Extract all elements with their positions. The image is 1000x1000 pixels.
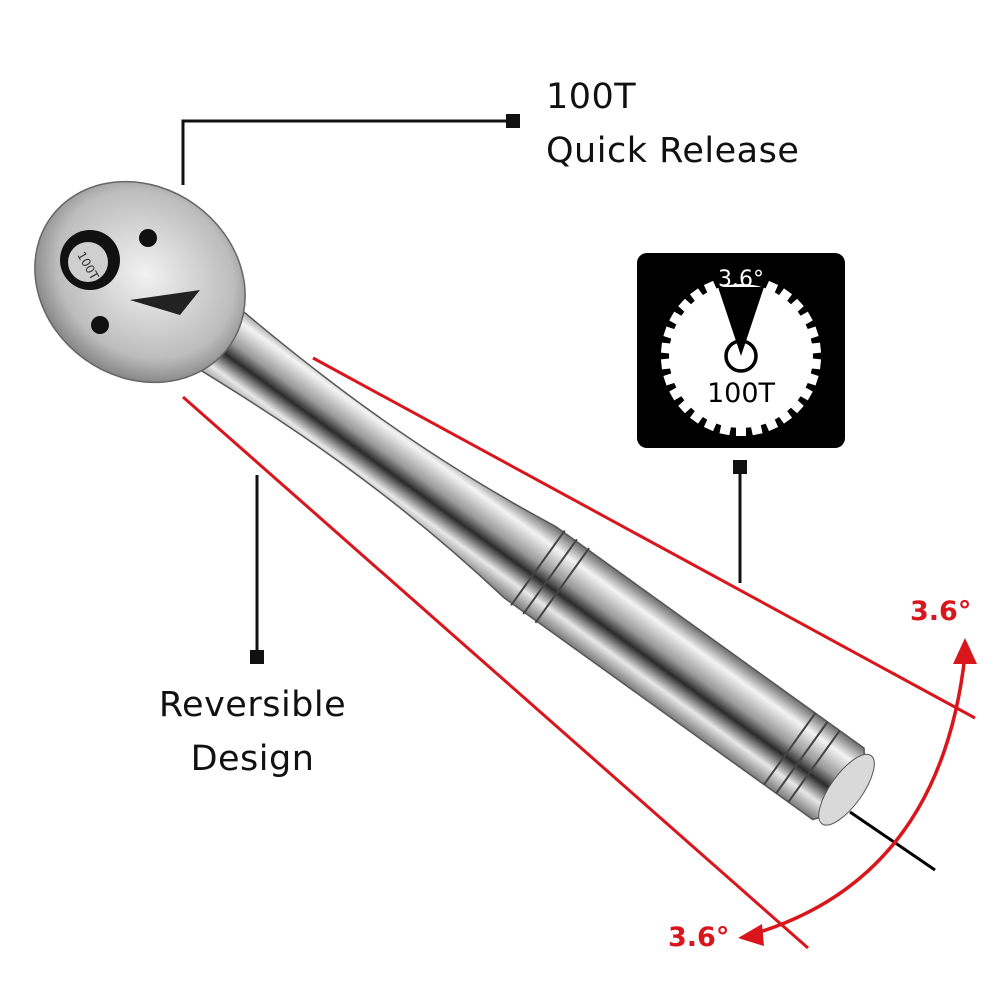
callout-reversible-line1: Reversible <box>158 685 347 725</box>
callout-reversible-line2: Design <box>190 739 315 780</box>
head-details: 100T <box>60 229 200 334</box>
leader-top <box>181 119 513 185</box>
leader-dial-square <box>733 460 747 474</box>
angle-line-lower <box>182 395 809 950</box>
angle-line-upper <box>312 356 976 720</box>
callout-quick-release: 100T Quick Release <box>546 70 799 179</box>
arrowhead-left <box>738 924 764 946</box>
angle-label-lower: 3.6° <box>668 922 730 953</box>
rotation-arc <box>749 654 967 937</box>
dial-teeth-label: 100T <box>707 378 776 409</box>
angle-label-upper: 3.6° <box>910 596 972 627</box>
callout-quick-release-line2: Quick Release <box>546 131 800 172</box>
dial-angle-label: 3.6° <box>718 267 764 292</box>
axis-line <box>849 810 936 872</box>
callout-quick-release-line1: 100T <box>546 77 637 117</box>
dial-icon: 3.6° 100T <box>637 253 845 448</box>
leader-left-square <box>250 650 264 664</box>
arrowhead-up <box>953 638 977 664</box>
leader-top-square <box>506 114 520 128</box>
gear-tooth <box>736 424 746 436</box>
callout-reversible: Reversible Design <box>130 678 375 787</box>
